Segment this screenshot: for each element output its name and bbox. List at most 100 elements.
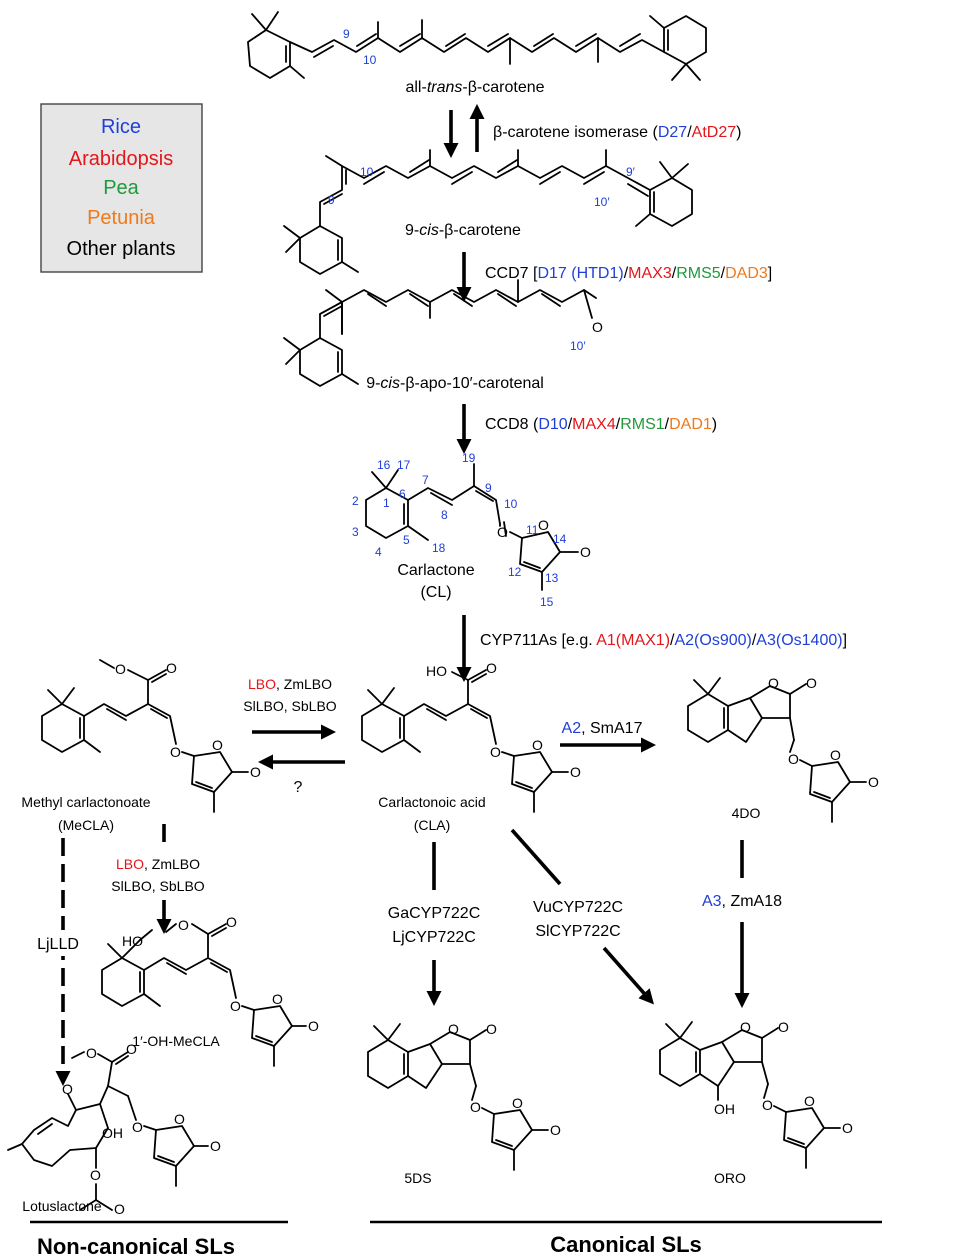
oro-O-link: O [762, 1097, 773, 1113]
lotuslactone-structure: O OH O O O O O O O [7, 1041, 221, 1217]
cl-O-atom: O [497, 524, 508, 540]
cla-to-oro-arrow [602, 946, 655, 1005]
ccd8-label: CCD8 (D10/MAX4/RMS1/DAD1) [485, 416, 717, 433]
cla-carbonyl-O: O [486, 660, 497, 676]
ljlld-label-bg [24, 930, 88, 956]
cyp711-label: CYP711As [e.g. A1(MAX1)/A2(Os900)/A3(Os1… [480, 632, 847, 649]
legend-box [40, 103, 203, 273]
canonical-heading: Canonical SLs [550, 1232, 702, 1257]
lotus-ketone-O: O [62, 1081, 73, 1097]
cla-name: Carlactonoic acid [378, 794, 485, 810]
apo-O-atom: O [592, 319, 603, 335]
legend-item-other-plants: Other plants [67, 238, 176, 260]
cl-num-8: 8 [441, 508, 448, 522]
apo-carotenal-label: 9-cis-β-apo-10′-carotenal [366, 375, 544, 392]
non-canonical-heading: Non-canonical SLs [37, 1234, 235, 1259]
oro-carbonyl-O: O [778, 1019, 789, 1035]
legend-item-rice: Rice [101, 116, 141, 138]
cl-num-19: 19 [462, 451, 476, 465]
reverse-question-mark: ? [294, 779, 303, 796]
fiveds-ring-O: O [448, 1021, 459, 1037]
apo-carotenal-structure: O 10′ [283, 279, 603, 387]
atom-num-10p: 10′ [594, 195, 610, 209]
mecla-ester-O: O [115, 661, 126, 677]
cla-structure: O HO O O O [361, 660, 581, 813]
mecla-abbr: (MeCLA) [58, 817, 114, 833]
fourdo-lactone-O: O [868, 774, 879, 790]
cl-num-12: 12 [508, 565, 522, 579]
mecla-lactone-O: O [250, 764, 261, 780]
cl-carbonyl-O-atom: O [580, 544, 591, 560]
a2-sma17-label: A2, SmA17 [562, 720, 643, 737]
atom-num-9: 9 [343, 27, 350, 41]
oh-mecla-lactone-O: O [308, 1018, 319, 1034]
a3-zma18-label: A3, ZmA18 [702, 893, 782, 910]
cl-num-6: 6 [399, 487, 406, 501]
atom-num-10p-apo: 10′ [570, 339, 586, 353]
lotus-ester-O: O [86, 1045, 97, 1061]
mecla-name: Methyl carlactonoate [21, 794, 150, 810]
cla-O-link: O [490, 744, 501, 760]
lotus-OH: OH [102, 1125, 123, 1141]
cl-num-4: 4 [375, 545, 382, 559]
cl-num-15: 15 [540, 595, 554, 609]
mecla-structure: O O O O O [41, 659, 261, 813]
nine-cis-beta-carotene-structure: 10 9 9′ 10′ [283, 149, 693, 275]
fourdo-ring2-O: O [830, 747, 841, 763]
cl-num-17: 17 [397, 458, 411, 472]
oro-label: ORO [714, 1170, 746, 1186]
fiveds-structure: O O O O O [367, 1021, 561, 1171]
cl-num-16: 16 [377, 458, 391, 472]
mecla-O-link: O [170, 744, 181, 760]
fiveds-ring2-O: O [512, 1095, 523, 1111]
ccd7-label: CCD7 [D17 (HTD1)/MAX3/RMS5/DAD3] [485, 265, 772, 282]
oro-ring-O: O [740, 1019, 751, 1035]
ga-cyp-label: GaCYP722C [388, 905, 481, 922]
fourdo-structure: O O O O O [687, 675, 879, 823]
lotus-acetoxy-O: O [90, 1167, 101, 1183]
fourdo-O-link: O [788, 751, 799, 767]
oh-mecla-label: 1′-OH-MeCLA [132, 1033, 220, 1049]
all-trans-label: all-trans-β-carotene [405, 79, 544, 96]
nine-cis-label: 9-cis-β-carotene [405, 222, 521, 239]
atom-num-10: 10 [363, 53, 377, 67]
lbo-mid-label-2: SlLBO, SbLBO [111, 878, 204, 894]
fiveds-carbonyl-O: O [486, 1021, 497, 1037]
ljlld-label: LjLLD [37, 936, 79, 953]
oro-OH: OH [714, 1101, 735, 1117]
isomerase-label: β-carotene isomerase (D27/AtD27) [493, 124, 741, 141]
cl-num-14: 14 [553, 532, 567, 546]
cl-num-7: 7 [422, 473, 429, 487]
fourdo-label: 4DO [732, 805, 761, 821]
lotus-O-link: O [132, 1119, 143, 1135]
sl-cyp-label: SlCYP722C [535, 923, 620, 940]
lbo-mid-label-1: LBO, ZmLBO [116, 856, 200, 872]
oh-mecla-carbonyl-O: O [226, 914, 237, 930]
cla-ring-O: O [532, 737, 543, 753]
cl-num-3: 3 [352, 525, 359, 539]
cl-num-5: 5 [403, 533, 410, 547]
legend: Rice Arabidopsis Pea Petunia Other plant… [40, 103, 203, 273]
fiveds-O-link: O [470, 1099, 481, 1115]
mecla-ring-O: O [212, 737, 223, 753]
cl-num-10: 10 [504, 497, 518, 511]
vu-cyp-label: VuCYP722C [533, 899, 623, 916]
cl-num-2: 2 [352, 494, 359, 508]
fiveds-label: 5DS [404, 1170, 431, 1186]
cl-num-18: 18 [432, 541, 446, 555]
oh-mecla-O-link: O [230, 998, 241, 1014]
cl-num-1: 1 [383, 496, 390, 510]
oh-mecla-ester-O: O [178, 917, 189, 933]
oh-mecla-ring-O: O [272, 991, 283, 1007]
lotus-lactone-O: O [210, 1138, 221, 1154]
mecla-carbonyl-O: O [166, 660, 177, 676]
legend-item-arabidopsis: Arabidopsis [69, 148, 174, 170]
legend-item-pea: Pea [103, 177, 139, 199]
oh-mecla-HO: HO [122, 933, 143, 949]
lbo-top-label-2: SlLBO, SbLBO [243, 698, 336, 714]
oro-lactone-O: O [842, 1120, 853, 1136]
cla-abbr: (CLA) [414, 817, 451, 833]
all-trans-beta-carotene-structure: 9 10 [247, 11, 707, 81]
oro-ring2-O: O [804, 1093, 815, 1109]
